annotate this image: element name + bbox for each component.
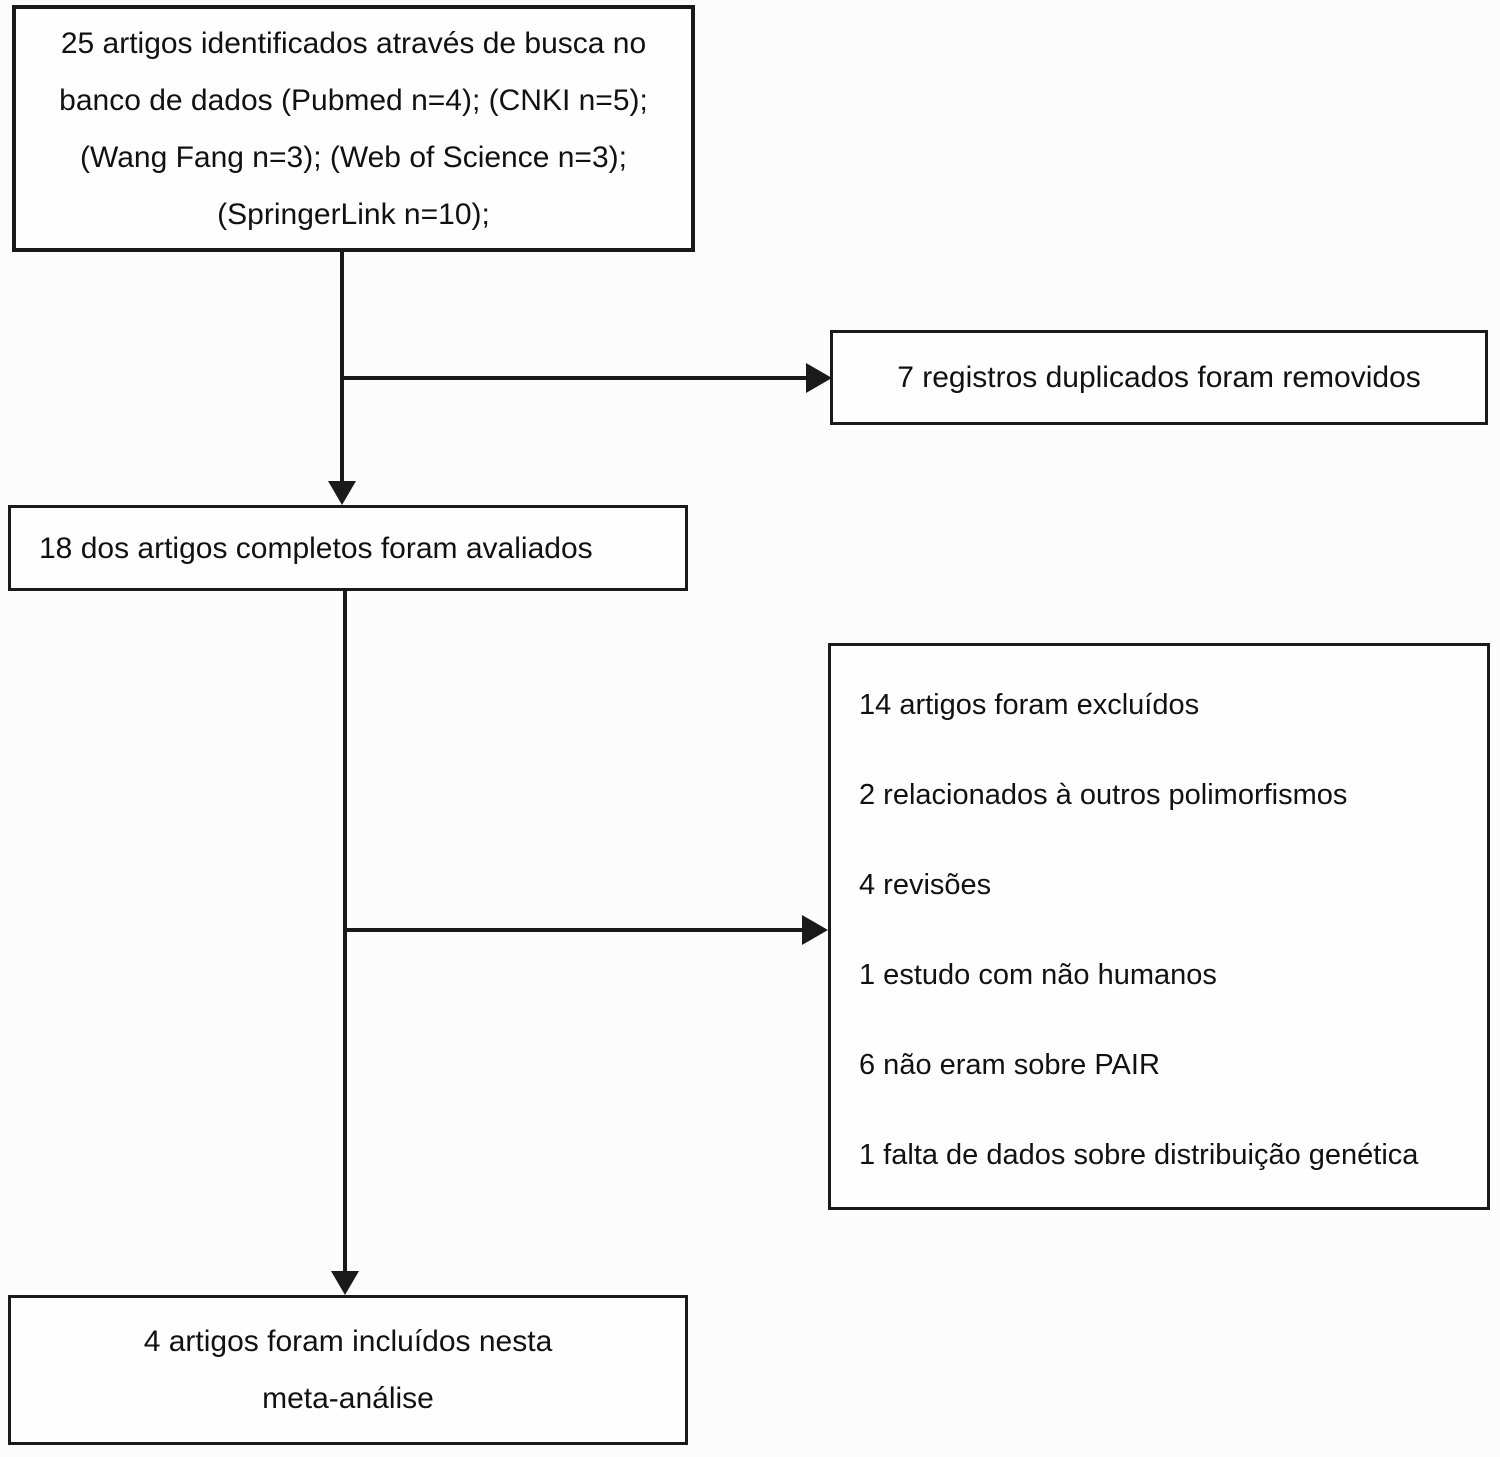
identified-records-line: (SpringerLink n=10); [217,197,490,231]
identified-records-line: 25 artigos identificados através de busc… [60,26,647,60]
connector-identified-to-assessed [340,252,344,481]
excluded-reason-line: 1 falta de dados sobre distribuição gené… [859,1139,1419,1171]
excluded-reason-line: 6 não eram sobre PAIR [859,1049,1160,1081]
duplicates-removed-box: 7 registros duplicados foram removidos [830,330,1488,425]
excluded-reason-line: 1 estudo com não humanos [859,959,1217,991]
included-articles-line: 4 artigos foram incluídos nesta [143,1325,553,1358]
included-articles-line: meta-análise [262,1382,434,1415]
full-text-assessed-box: 18 dos artigos completos foram avaliados [8,505,688,591]
excluded-articles-box: 14 artigos foram excluídos 2 relacionado… [828,643,1490,1210]
identified-records-line: banco de dados (Pubmed n=4); (CNKI n=5); [59,83,648,117]
excluded-reason-line: 2 relacionados à outros polimorfismos [859,779,1348,811]
duplicates-removed-text: 7 registros duplicados foram removidos [897,361,1421,394]
arrowhead-down-assessed-icon [328,481,356,505]
identified-records-line: (Wang Fang n=3); (Web of Science n=3); [80,140,627,174]
arrowhead-down-included-icon [331,1271,359,1295]
connector-branch-to-duplicates [342,376,806,380]
full-text-assessed-text: 18 dos artigos completos foram avaliados [39,531,593,565]
included-articles-box: 4 artigos foram incluídos nesta meta-aná… [8,1295,688,1445]
excluded-reason-line: 4 revisões [859,869,992,901]
connector-branch-to-excluded [345,928,802,932]
excluded-reason-line: 14 artigos foram excluídos [859,689,1200,721]
identified-records-box: 25 artigos identificados através de busc… [12,5,695,252]
arrowhead-right-excluded-icon [802,915,828,945]
arrowhead-right-duplicates-icon [806,363,832,393]
